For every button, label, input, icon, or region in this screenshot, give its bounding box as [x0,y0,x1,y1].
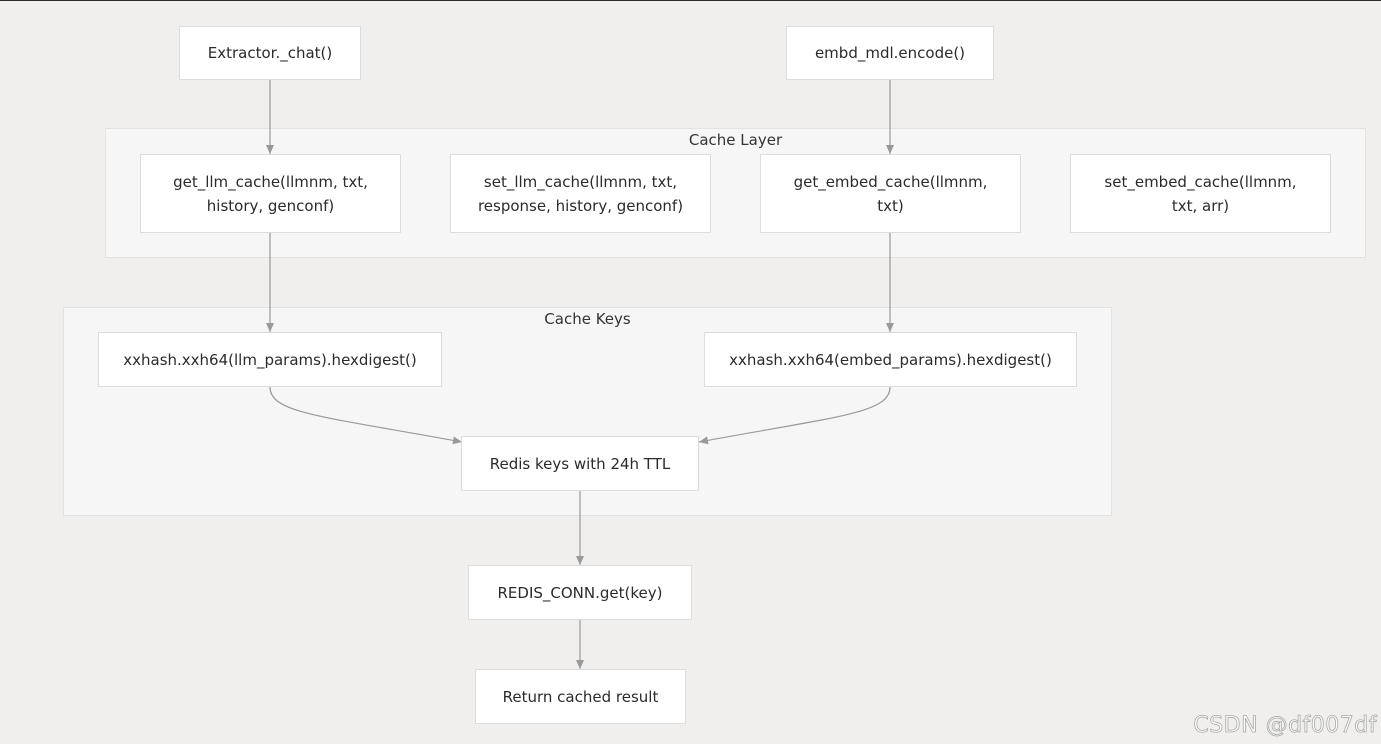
set-embed-cache-line1: set_embed_cache(llmnm, [1104,172,1297,191]
embd-encode-label: embd_mdl.encode() [814,44,966,62]
redis-keys-node: Redis keys with 24h TTL [461,436,699,491]
get-llm-cache-line1: get_llm_cache(llmnm, txt, [173,172,368,191]
set-embed-cache-line2: txt, arr) [1171,196,1230,215]
extractor-chat-label: Extractor._chat() [207,44,333,62]
set-llm-cache-node: set_llm_cache(llmnm, txt, response, hist… [450,154,711,233]
cache-keys-label: Cache Keys [544,310,631,328]
get-llm-cache-line2: history, genconf) [206,196,335,215]
cache-layer-label: Cache Layer [688,131,783,149]
redis-get-label: REDIS_CONN.get(key) [497,583,663,602]
embd-encode-node: embd_mdl.encode() [786,26,994,80]
get-embed-cache-line2: txt) [877,196,904,215]
edge-xxhash-embed-to-redis-keys [698,386,891,445]
xxhash-embed-label: xxhash.xxh64(embed_params).hexdigest() [729,350,1052,369]
redis-keys-label: Redis keys with 24h TTL [489,454,671,473]
xxhash-llm-node: xxhash.xxh64(llm_params).hexdigest() [98,332,442,387]
xxhash-embed-node: xxhash.xxh64(embed_params).hexdigest() [704,332,1077,387]
set-llm-cache-line2: response, history, genconf) [477,196,684,215]
get-llm-cache-node: get_llm_cache(llmnm, txt, history, genco… [140,154,401,233]
extractor-chat-node: Extractor._chat() [179,26,361,80]
set-llm-cache-line1: set_llm_cache(llmnm, txt, [483,172,678,191]
xxhash-llm-label: xxhash.xxh64(llm_params).hexdigest() [123,350,417,369]
get-embed-cache-node: get_embed_cache(llmnm, txt) [760,154,1021,233]
return-cached-label: Return cached result [502,687,659,706]
return-cached-node: Return cached result [475,669,686,724]
csdn-watermark: CSDN @df007df [1193,713,1377,739]
redis-get-node: REDIS_CONN.get(key) [468,565,692,620]
set-embed-cache-node: set_embed_cache(llmnm, txt, arr) [1070,154,1331,233]
get-embed-cache-line1: get_embed_cache(llmnm, [793,172,988,191]
edge-xxhash-llm-to-redis-keys [269,386,463,445]
